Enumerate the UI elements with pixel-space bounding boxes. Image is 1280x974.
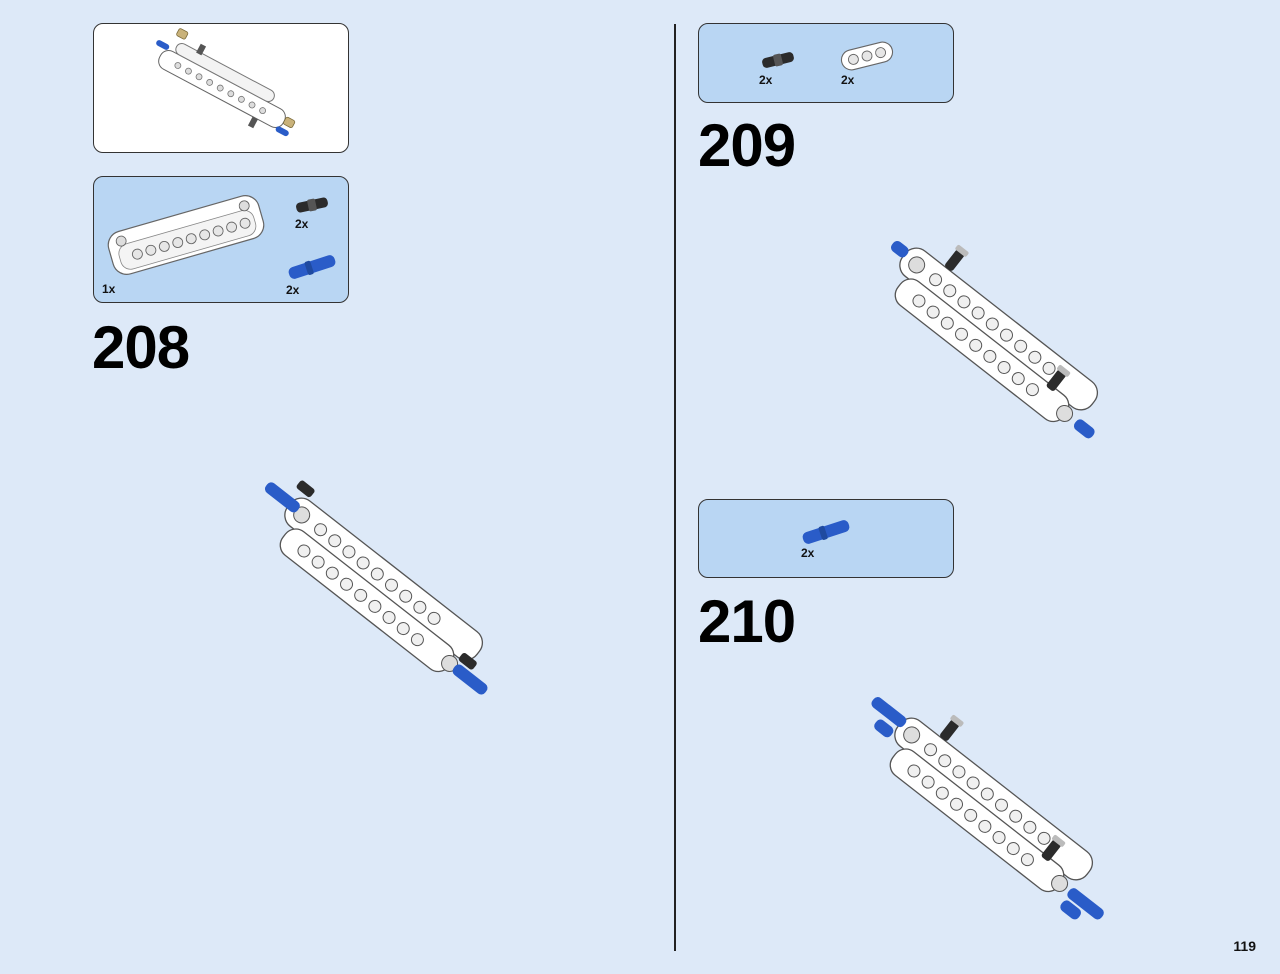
step-209-part-1-qty: 2x [759, 73, 773, 87]
white-liftarm-3-icon [840, 41, 894, 71]
blue-axle-pin-icon [802, 520, 850, 544]
step-number-209: 209 [698, 112, 796, 179]
step-209-part-2-qty: 2x [841, 73, 855, 87]
step-209-parts-box: 2x 2x [698, 23, 954, 103]
white-liftarm-panel-icon [107, 195, 336, 279]
step-208-part-2-qty: 2x [295, 217, 309, 231]
step-208-part-1-qty: 1x [102, 282, 116, 296]
step-208-assembly-illustration [264, 480, 488, 695]
step-210-part-1-qty: 2x [801, 546, 815, 560]
step-number-208: 208 [92, 314, 190, 381]
page-number: 119 [1233, 938, 1256, 954]
step-number-210: 210 [698, 588, 796, 655]
step-208-parts-box: 1x 2x 2x [93, 176, 349, 303]
step-210-parts-icons [802, 520, 850, 544]
step-210-parts-box: 2x [698, 499, 954, 578]
submodel-callout [93, 23, 349, 153]
black-pin-connector-icon [762, 52, 794, 68]
blue-axle-pin-icon [288, 255, 336, 279]
step-209-assembly-illustration [891, 240, 1099, 439]
black-pin-connector-icon [296, 197, 328, 213]
column-divider [674, 24, 676, 951]
submodel-thumbnail-illustration [156, 28, 296, 137]
step-209-parts-icons [762, 41, 894, 71]
step-210-assembly-illustration [871, 697, 1104, 920]
step-208-part-3-qty: 2x [286, 283, 300, 297]
